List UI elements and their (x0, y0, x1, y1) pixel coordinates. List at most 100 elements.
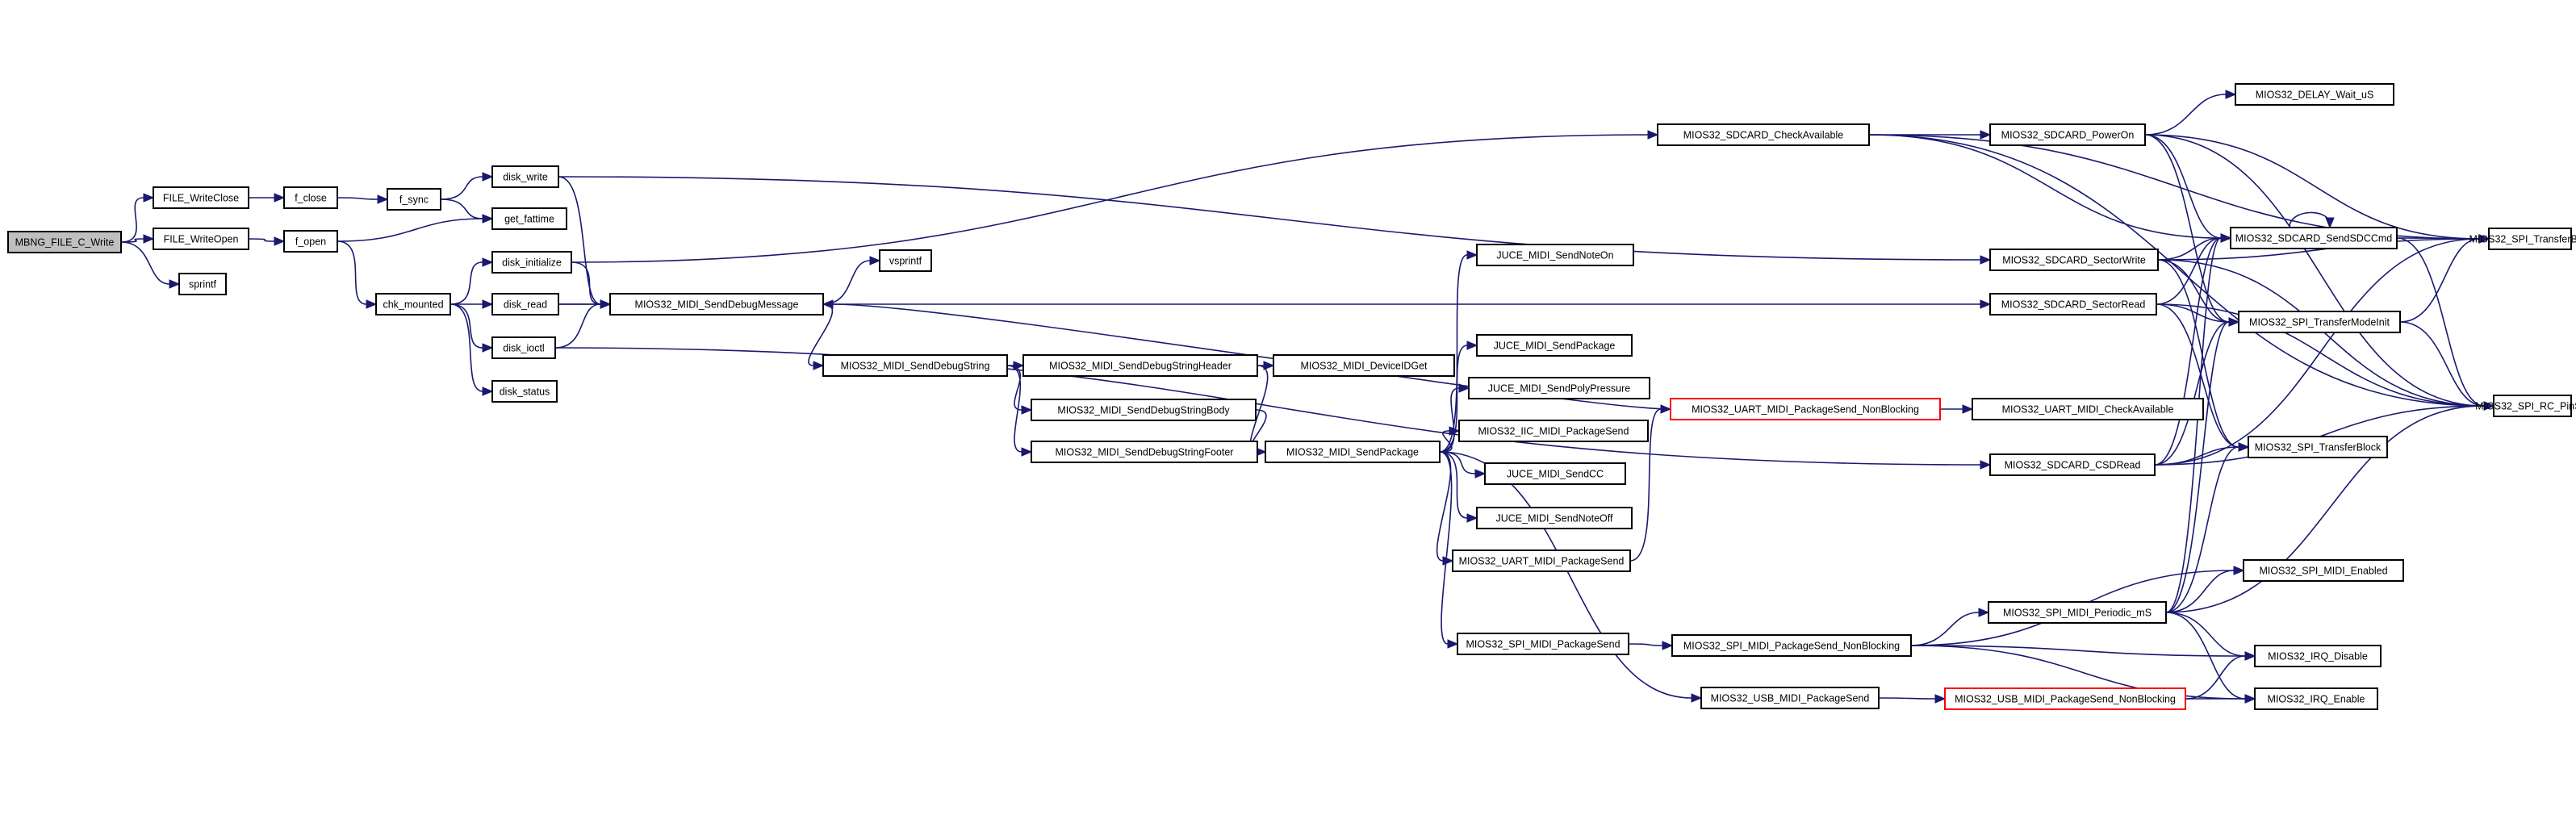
function-node-sd_po[interactable]: MIOS32_SDCARD_PowerOn (1989, 123, 2146, 146)
function-node-sd_cmd[interactable]: MIOS32_SDCARD_SendSDCCmd (2230, 227, 2398, 249)
edge-arrowhead (1442, 556, 1454, 566)
edge-line (248, 238, 275, 242)
function-node-spi_ps[interactable]: MIOS32_SPI_MIDI_PackageSend (1457, 633, 1629, 655)
function-node-sd_ca[interactable]: MIOS32_SDCARD_CheckAvailable (1657, 123, 1870, 146)
function-node-spi_periodic[interactable]: MIOS32_SPI_MIDI_Periodic_mS (1988, 601, 2167, 624)
function-node-dstatus[interactable]: disk_status (491, 380, 558, 403)
function-node-devid[interactable]: MIOS32_MIDI_DeviceIDGet (1273, 354, 1455, 377)
function-node-sd_sw[interactable]: MIOS32_SDCARD_SectorWrite (1989, 249, 2159, 271)
function-node-dread[interactable]: disk_read (491, 293, 559, 315)
edge-arrowhead (2483, 401, 2495, 411)
node-box (491, 336, 556, 359)
edge-dbgstr-to-dbgfoot (1006, 365, 1033, 457)
node-label: MIOS32_SPI_RC_PinSet (2475, 401, 2576, 412)
node-label: MIOS32_MIDI_SendDebugStringBody (1057, 405, 1230, 416)
node-box (1989, 249, 2159, 271)
function-node-sd_csd[interactable]: MIOS32_SDCARD_CSDRead (1989, 453, 2156, 476)
edge-line (2165, 570, 2235, 613)
edge-spi_periodic-to-sd_cmd (2165, 233, 2232, 613)
function-node-spi_en[interactable]: MIOS32_SPI_MIDI_Enabled (2243, 559, 2404, 582)
node-box (2235, 83, 2394, 106)
function-node-uart_nb[interactable]: MIOS32_UART_MIDI_PackageSend_NonBlocking (1670, 398, 1941, 420)
node-label: MIOS32_SPI_MIDI_PackageSend (1466, 639, 1620, 650)
function-node-getfattime[interactable]: get_fattime (491, 207, 567, 230)
edge-sendpkg-to-usb_ps (1439, 451, 1703, 703)
node-label: disk_write (503, 172, 548, 183)
edge-fopen-to-getfattime (337, 214, 494, 242)
function-node-dbgbody[interactable]: MIOS32_MIDI_SendDebugStringBody (1031, 399, 1257, 421)
edge-line (120, 241, 170, 285)
function-node-sendpkg[interactable]: MIOS32_MIDI_SendPackage (1265, 441, 1441, 463)
edge-arrowhead (1980, 255, 1992, 265)
function-node-spi_rc[interactable]: MIOS32_SPI_RC_PinSet (2475, 395, 2576, 417)
node-label: vsprintf (889, 256, 922, 267)
function-node-j_noteon[interactable]: JUCE_MIDI_SendNoteOn (1476, 244, 1634, 266)
node-label: MBNG_FILE_C_Write (15, 237, 115, 249)
edge-arrowhead (1466, 250, 1478, 260)
node-label: JUCE_MIDI_SendCC (1507, 469, 1604, 480)
function-node-dbgmsg[interactable]: MIOS32_MIDI_SendDebugMessage (609, 293, 824, 315)
node-label: disk_read (504, 299, 547, 311)
function-node-fsync[interactable]: f_sync (387, 188, 441, 211)
function-node-irq_dis[interactable]: MIOS32_IRQ_Disable (2254, 645, 2382, 667)
edge-line (571, 261, 601, 305)
edge-line (1910, 645, 2246, 700)
function-node-uart_ca[interactable]: MIOS32_UART_MIDI_CheckAvailable (1972, 398, 2204, 420)
function-node-spi_tmi[interactable]: MIOS32_SPI_TransferModeInit (2238, 311, 2401, 333)
function-node-fopen[interactable]: f_open (283, 230, 338, 253)
edge-line (1439, 345, 1468, 453)
function-node-j_cc[interactable]: JUCE_MIDI_SendCC (1484, 462, 1626, 485)
edge-line (2154, 238, 2480, 466)
function-node-dbgfoot[interactable]: MIOS32_MIDI_SendDebugStringFooter (1031, 441, 1258, 463)
function-node-chk[interactable]: chk_mounted (375, 293, 451, 315)
function-node-irq_en[interactable]: MIOS32_IRQ_Enable (2254, 687, 2378, 710)
function-node-root[interactable]: MBNG_FILE_C_Write (7, 231, 122, 253)
function-node-dioctl[interactable]: disk_ioctl (491, 336, 556, 359)
function-node-j_poly[interactable]: JUCE_MIDI_SendPolyPressure (1468, 377, 1650, 399)
function-node-j_noteoff[interactable]: JUCE_MIDI_SendNoteOff (1476, 507, 1633, 529)
function-node-sd_sr[interactable]: MIOS32_SDCARD_SectorRead (1989, 293, 2157, 315)
node-label: disk_status (500, 387, 550, 398)
function-node-dbghdr[interactable]: MIOS32_MIDI_SendDebugStringHeader (1022, 354, 1258, 377)
edge-sd_ca-to-spi_rc (1868, 134, 2495, 411)
edge-arrowhead (600, 299, 612, 309)
edge-chk-to-dread (450, 299, 494, 309)
edge-arrowhead (2325, 217, 2335, 229)
edge-arrowhead (1934, 694, 1947, 704)
edge-arrowhead (813, 361, 825, 370)
function-node-spi_tb[interactable]: MIOS32_SPI_TransferByte (2469, 228, 2576, 250)
function-node-usb_ps[interactable]: MIOS32_USB_MIDI_PackageSend (1700, 687, 1880, 709)
function-node-j_pkg[interactable]: JUCE_MIDI_SendPackage (1476, 334, 1633, 357)
edge-line (1910, 645, 2246, 657)
node-label: MIOS32_UART_MIDI_CheckAvailable (2002, 404, 2174, 416)
node-label: MIOS32_IIC_MIDI_PackageSend (1478, 426, 1629, 437)
function-node-dwrite[interactable]: disk_write (491, 165, 559, 188)
edge-line (337, 218, 483, 242)
function-node-fwo[interactable]: FILE_WriteOpen (153, 228, 249, 250)
node-box (1468, 377, 1650, 399)
edge-root-to-sprintf (120, 241, 181, 289)
edge-arrowhead (377, 194, 389, 204)
function-node-fclose[interactable]: f_close (283, 186, 338, 209)
function-node-vsprintf[interactable]: vsprintf (879, 249, 932, 272)
edge-line (2154, 237, 2222, 466)
function-node-iic[interactable]: MIOS32_IIC_MIDI_PackageSend (1458, 420, 1649, 442)
edge-line (1439, 451, 1468, 519)
function-node-usb_nb[interactable]: MIOS32_USB_MIDI_PackageSend_NonBlocking (1944, 687, 2186, 710)
edge-spi_periodic-to-irq_en (2165, 612, 2256, 704)
edge-chk-to-dinit (450, 257, 494, 305)
function-node-spi_nb[interactable]: MIOS32_SPI_MIDI_PackageSend_NonBlocking (1671, 634, 1912, 657)
edge-line (120, 238, 144, 243)
edge-line (2154, 405, 2485, 466)
function-node-dbgstr[interactable]: MIOS32_MIDI_SendDebugString (822, 354, 1008, 377)
edge-arrowhead (482, 299, 494, 309)
node-box (1989, 453, 2156, 476)
node-box (1484, 462, 1626, 485)
function-node-spi_tblk[interactable]: MIOS32_SPI_TransferBlock (2248, 436, 2388, 458)
function-node-sprintf[interactable]: sprintf (178, 273, 227, 295)
function-node-fwc[interactable]: FILE_WriteClose (153, 186, 249, 209)
function-node-uart_ps[interactable]: MIOS32_UART_MIDI_PackageSend (1452, 549, 1631, 572)
function-node-dinit[interactable]: disk_initialize (491, 251, 572, 274)
function-node-delay[interactable]: MIOS32_DELAY_Wait_uS (2235, 83, 2394, 106)
edge-dinit-to-sd_ca (571, 130, 1659, 263)
